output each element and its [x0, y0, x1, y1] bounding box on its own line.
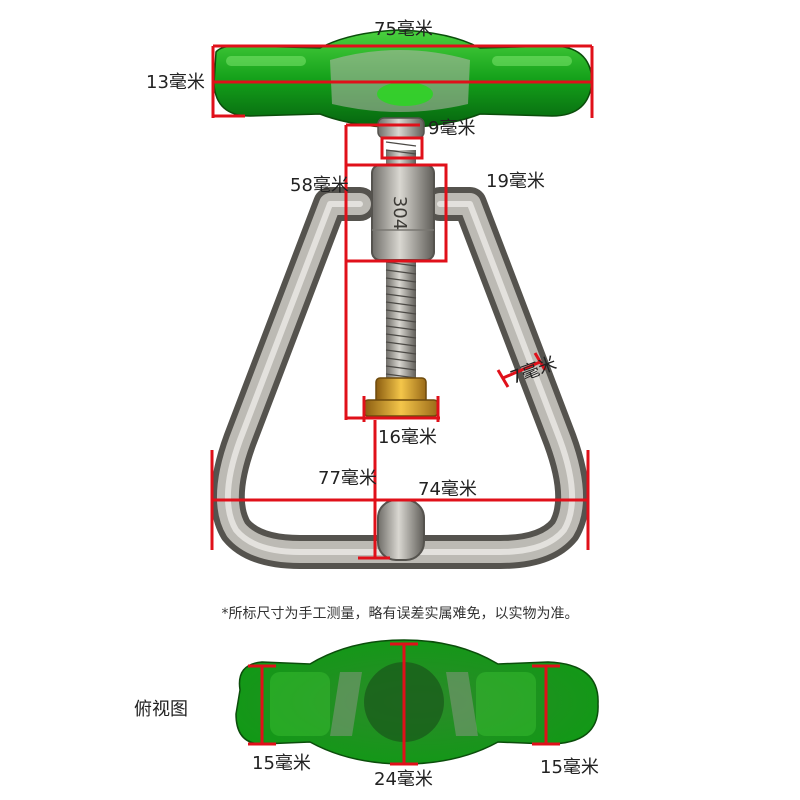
shaft-diameter-label: 9毫米 [428, 118, 476, 139]
stamp-304: 304 [389, 196, 410, 230]
nut-width-label: 16毫米 [378, 427, 437, 448]
top-view-left-width-label: 15毫米 [252, 753, 311, 774]
top-thickness-label: 13毫米 [146, 72, 205, 93]
total-height-label: 77毫米 [318, 468, 377, 489]
steel-frame [211, 117, 589, 569]
handle-top-view [235, 639, 599, 765]
top-view-right-width-label: 15毫米 [540, 757, 599, 778]
handle-side-view [213, 29, 593, 129]
measurement-note: *所标尺寸为手工测量，略有误差实属难免，以实物为准。 [221, 606, 579, 622]
body-height-label: 58毫米 [290, 175, 349, 196]
top-view-title: 俯视图 [134, 699, 188, 720]
base-width-label: 74毫米 [418, 479, 477, 500]
top-width-label: 75毫米 [374, 19, 433, 40]
top-view-dimension-lines [248, 642, 560, 766]
sleeve-width-label: 19毫米 [486, 171, 545, 192]
dimension-lines [210, 44, 594, 560]
top-view-center-width-label: 24毫米 [374, 769, 433, 790]
